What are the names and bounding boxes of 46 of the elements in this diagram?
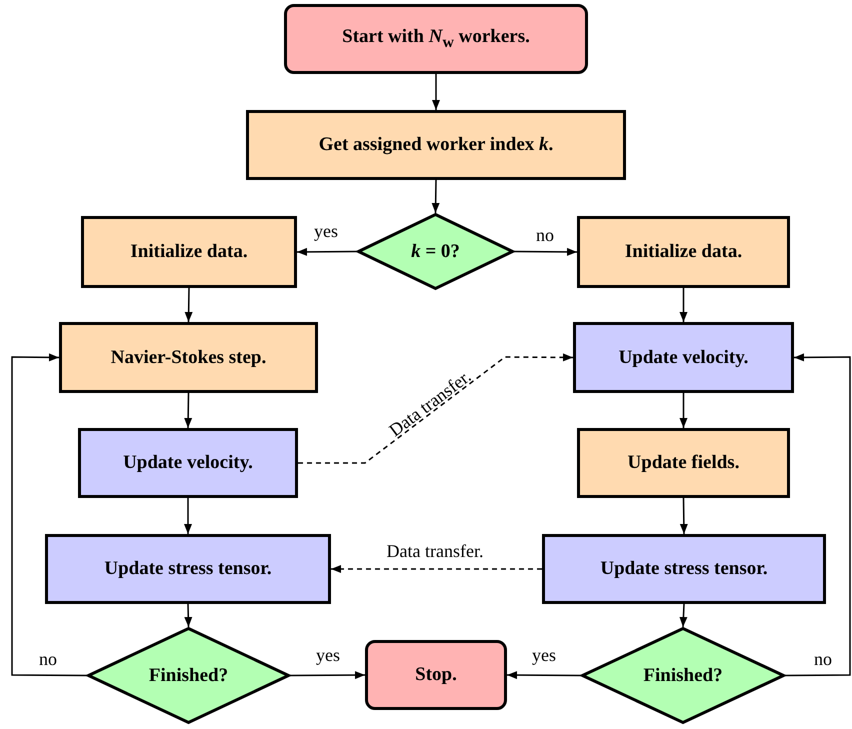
arrow [432, 180, 440, 214]
process-box [59, 322, 318, 393]
node-label: Update stress tensor. [104, 558, 272, 580]
terminal-box [284, 4, 588, 74]
decision-diamond [87, 627, 290, 724]
node-label: Initialize data. [624, 241, 742, 263]
arrow [184, 392, 192, 428]
node-label: Update stress tensor. [600, 558, 768, 580]
arrow [290, 671, 365, 680]
process-box [246, 110, 626, 180]
node-label: Update velocity. [618, 346, 748, 368]
process-box [78, 428, 298, 498]
arrow [184, 288, 193, 322]
node-label: Stop. [415, 664, 457, 686]
process-box [577, 428, 790, 498]
node-label: Finished? [643, 664, 723, 686]
arrow [680, 288, 688, 322]
arrow [184, 604, 192, 628]
arrow [507, 671, 581, 680]
node-label: Initialize data. [130, 241, 248, 263]
node-label: Update velocity. [123, 452, 253, 474]
arrow [785, 353, 851, 676]
process-box [577, 216, 790, 288]
node-label: Navier-Stokes step. [110, 346, 266, 368]
process-box [81, 216, 297, 288]
arrow [11, 353, 87, 676]
arrow [297, 248, 357, 256]
node-label: k = 0? [411, 240, 460, 262]
node-label: Start with N$_{w}$ workers. [342, 26, 530, 52]
arrow [331, 565, 542, 573]
node-label: Update fields. [628, 452, 740, 474]
arrow [298, 353, 573, 464]
arrow [680, 393, 688, 428]
arrow [680, 498, 688, 534]
arrow [514, 248, 577, 256]
terminal-box [365, 640, 507, 710]
arrow [679, 604, 688, 628]
process-box [573, 322, 794, 393]
arrow [184, 498, 192, 534]
decision-diamond [581, 627, 785, 724]
process-box [542, 534, 826, 604]
node-label: Get assigned worker index k. [318, 134, 554, 156]
process-box [45, 534, 331, 604]
node-label: Finished? [148, 664, 228, 686]
decision-diamond [357, 213, 514, 290]
arrow [432, 74, 440, 110]
